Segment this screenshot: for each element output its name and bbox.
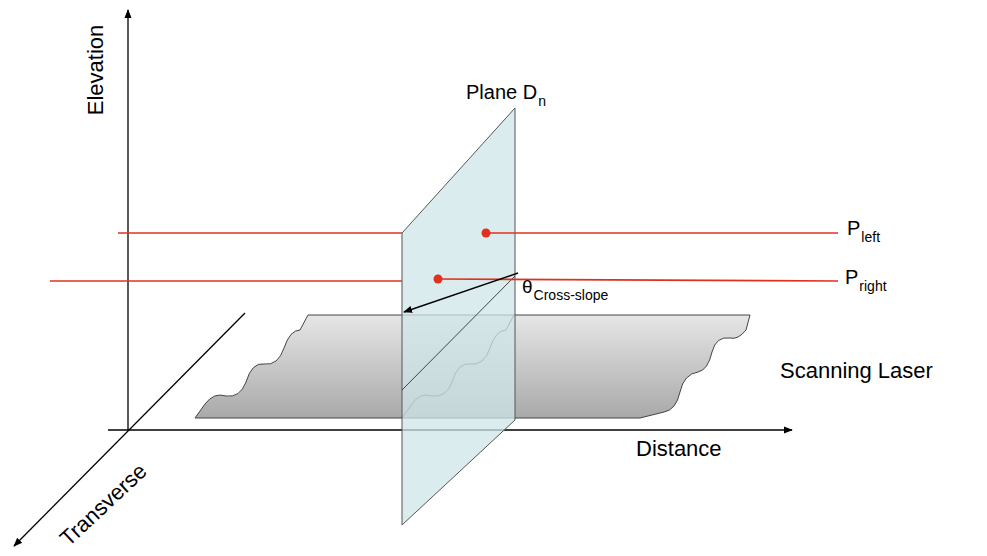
plane bbox=[402, 108, 515, 525]
cross-slope-arrow bbox=[404, 273, 518, 312]
point-subscript: right bbox=[859, 279, 886, 293]
left-profile-line bbox=[486, 232, 838, 234]
plane-label: Plane D bbox=[466, 82, 537, 102]
axis-label: Elevation bbox=[85, 25, 107, 116]
left-point bbox=[482, 229, 491, 238]
angle-symbol: θ bbox=[522, 277, 533, 296]
elevation-axis bbox=[127, 10, 128, 430]
right-profile-line bbox=[50, 280, 402, 282]
point-subscript: left bbox=[861, 230, 880, 244]
transverse-axis bbox=[14, 313, 245, 546]
axis-label: Transverse bbox=[57, 460, 152, 551]
right-point bbox=[434, 275, 443, 284]
point-label: P bbox=[845, 267, 858, 287]
left-profile-line bbox=[118, 232, 402, 234]
surface-label: Scanning Laser bbox=[780, 360, 933, 382]
angle-subscript: Cross-slope bbox=[534, 288, 609, 302]
point-label: P bbox=[847, 218, 860, 238]
axis-label: Distance bbox=[636, 438, 722, 460]
plane-subscript: n bbox=[538, 94, 546, 108]
